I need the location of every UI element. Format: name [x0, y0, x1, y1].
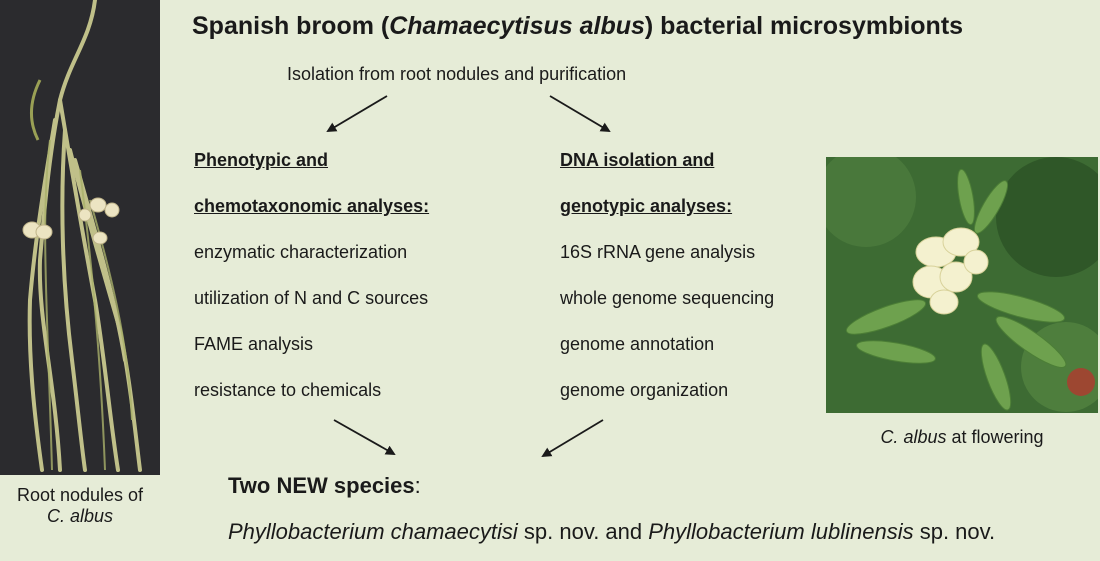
flowering-caption: C. albus at flowering — [826, 427, 1098, 448]
root-nodules-caption-line2: C. albus — [46, 506, 114, 526]
root-nodules-caption: Root nodules of C. albus — [0, 485, 160, 527]
flowering-plant-illustration — [826, 157, 1098, 413]
isolation-step: Isolation from root nodules and purifica… — [287, 64, 627, 84]
flowering-plant-photo — [826, 157, 1098, 413]
arrow-to-phenotypic — [326, 95, 388, 133]
arrow-from-genotypic — [541, 419, 604, 458]
phenotypic-item: FAME analysis — [194, 334, 314, 354]
phenotypic-heading-line2: chemotaxonomic analyses: — [194, 196, 430, 216]
phenotypic-heading-line1: Phenotypic and — [194, 150, 329, 170]
title-suffix: ) bacterial microsymbionts — [644, 12, 964, 40]
root-nodules-illustration — [0, 0, 160, 475]
genotypic-heading-line1: DNA isolation and — [560, 150, 715, 170]
genotypic-item: genome annotation — [560, 334, 715, 354]
flowering-caption-species: C. albus — [880, 427, 947, 447]
species-connector: sp. nov. and — [517, 519, 649, 544]
genotypic-item: 16S rRNA gene analysis — [560, 242, 756, 262]
page-title: Spanish broom (Chamaecytisus albus) bact… — [192, 12, 963, 41]
species-1: Phyllobacterium chamaecytisi — [228, 519, 518, 544]
arrow-to-genotypic — [549, 95, 611, 133]
result-heading-colon: : — [414, 473, 421, 498]
species-suffix: sp. nov. — [913, 519, 996, 544]
title-species: Chamaecytisus albus — [389, 12, 645, 40]
title-prefix: Spanish broom ( — [192, 12, 390, 40]
genotypic-heading-line2: genotypic analyses: — [560, 196, 733, 216]
genotypic-item: whole genome sequencing — [560, 288, 775, 308]
arrow-from-phenotypic — [333, 419, 396, 455]
result-species: Phyllobacterium chamaecytisi sp. nov. an… — [228, 519, 995, 545]
phenotypic-item: utilization of N and C sources — [194, 288, 429, 308]
flowering-caption-rest: at flowering — [946, 427, 1044, 447]
phenotypic-item: enzymatic characterization — [194, 242, 408, 262]
root-nodules-caption-line1: Root nodules of — [16, 485, 144, 505]
species-2: Phyllobacterium lublinensis — [648, 519, 914, 544]
result-heading: Two NEW species: — [228, 473, 421, 499]
root-nodules-photo — [0, 0, 160, 475]
genotypic-item: genome organization — [560, 380, 729, 400]
result-heading-bold: Two NEW species — [228, 473, 415, 498]
phenotypic-item: resistance to chemicals — [194, 380, 382, 400]
